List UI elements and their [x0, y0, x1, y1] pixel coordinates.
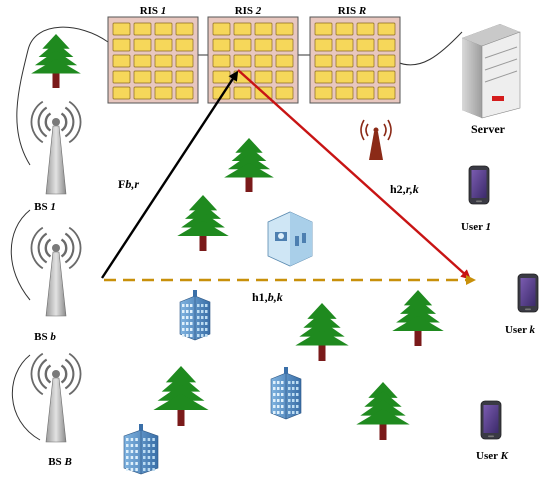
bs-b-label: BS b	[34, 331, 56, 343]
user-K-phone-icon	[480, 400, 502, 440]
user-1-label: User 1	[461, 221, 491, 233]
small-tower-icon	[360, 119, 392, 160]
tower-building-icon	[270, 367, 302, 420]
user-k-label: User k	[505, 324, 536, 336]
ris-r-label: RIS R	[338, 5, 366, 17]
office-building-icon	[267, 211, 313, 267]
user-1-phone-icon	[468, 165, 490, 205]
user-k-phone-icon	[517, 273, 539, 313]
ris-panel-3	[309, 16, 401, 104]
bs-1-label: BS 1	[34, 201, 56, 213]
towers	[123, 290, 302, 475]
ris-panel-1	[107, 16, 199, 104]
trees	[31, 34, 444, 440]
bs-to-ris-link	[100, 70, 239, 279]
channel-F-label: Fb,r	[118, 177, 139, 191]
tree-icon	[392, 290, 444, 346]
backhaul-cables	[10, 26, 463, 441]
ris-panels	[107, 16, 401, 104]
base-stations	[30, 100, 82, 443]
user-devices	[468, 165, 539, 440]
user-K-label: User K	[476, 450, 509, 462]
tree-icon	[224, 138, 274, 192]
channel-h1-label: h1,b,k	[252, 290, 283, 304]
ris-1-label: RIS 1	[140, 5, 167, 17]
server-label: Server	[471, 122, 506, 136]
ris-2-label: RIS 2	[235, 5, 262, 17]
tree-icon	[153, 366, 209, 426]
server-icon	[462, 24, 521, 119]
base-station-1-icon	[30, 100, 82, 195]
base-station-b-icon	[30, 226, 82, 317]
base-station-B-icon	[30, 352, 82, 443]
bs-B-label: BS B	[48, 456, 72, 468]
tower-building-icon	[123, 424, 159, 475]
tree-icon	[31, 34, 81, 88]
ris-panel-2	[207, 16, 299, 104]
tree-icon	[295, 303, 349, 361]
tower-building-icon	[179, 290, 211, 341]
tree-icon	[356, 382, 410, 440]
channel-h2-label: h2,r,k	[390, 182, 419, 196]
ris-to-user-link	[237, 69, 471, 280]
tree-icon	[177, 195, 229, 251]
